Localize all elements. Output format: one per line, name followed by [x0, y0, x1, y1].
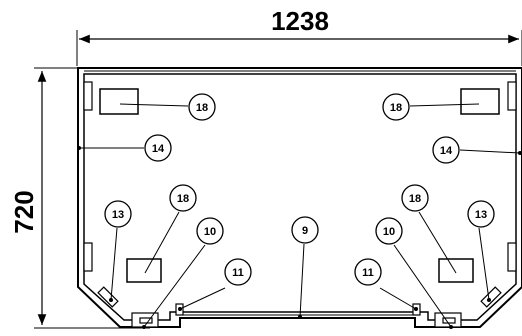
side-tabs — [83, 81, 517, 272]
callout-18-top-left: 18 — [188, 93, 216, 121]
frame-outline — [77, 67, 522, 328]
callout-10-left: 10 — [196, 217, 224, 245]
callout-13-left: 13 — [104, 200, 132, 228]
callout-9: 9 — [291, 216, 319, 244]
svg-text:18: 18 — [390, 102, 402, 114]
callout-14-left: 14 — [144, 134, 172, 162]
svg-text:11: 11 — [232, 267, 244, 279]
width-label: 1238 — [271, 6, 329, 36]
callout-11-right: 11 — [354, 258, 382, 286]
callout-18-mid-right: 18 — [401, 184, 429, 212]
callout-18-mid-left: 18 — [169, 184, 197, 212]
callout-10-right: 10 — [375, 217, 403, 245]
svg-text:14: 14 — [440, 145, 453, 157]
svg-text:9: 9 — [302, 225, 308, 237]
callout-13-right: 13 — [467, 200, 495, 228]
svg-text:13: 13 — [475, 209, 487, 221]
svg-text:18: 18 — [409, 193, 421, 205]
svg-text:18: 18 — [196, 102, 208, 114]
callout-11-left: 11 — [224, 258, 252, 286]
box-top-right — [460, 88, 500, 115]
callout-18-top-right: 18 — [382, 93, 410, 121]
width-dimension: 1238 — [76, 6, 522, 66]
callout-14-right: 14 — [432, 136, 460, 164]
leader-lines — [79, 103, 521, 328]
corner-brackets — [97, 286, 502, 308]
svg-text:14: 14 — [152, 143, 165, 155]
svg-text:13: 13 — [112, 209, 124, 221]
hinges — [175, 303, 421, 316]
leader-dots — [77, 146, 522, 329]
box-top-left — [99, 88, 139, 115]
box-mid-right — [438, 258, 474, 283]
svg-text:11: 11 — [362, 267, 374, 279]
height-label: 720 — [9, 190, 39, 233]
svg-text:10: 10 — [383, 226, 395, 238]
svg-text:18: 18 — [177, 193, 189, 205]
component-boxes — [99, 88, 500, 283]
box-mid-left — [126, 258, 162, 283]
height-dimension: 720 — [9, 67, 150, 329]
svg-text:10: 10 — [204, 226, 216, 238]
